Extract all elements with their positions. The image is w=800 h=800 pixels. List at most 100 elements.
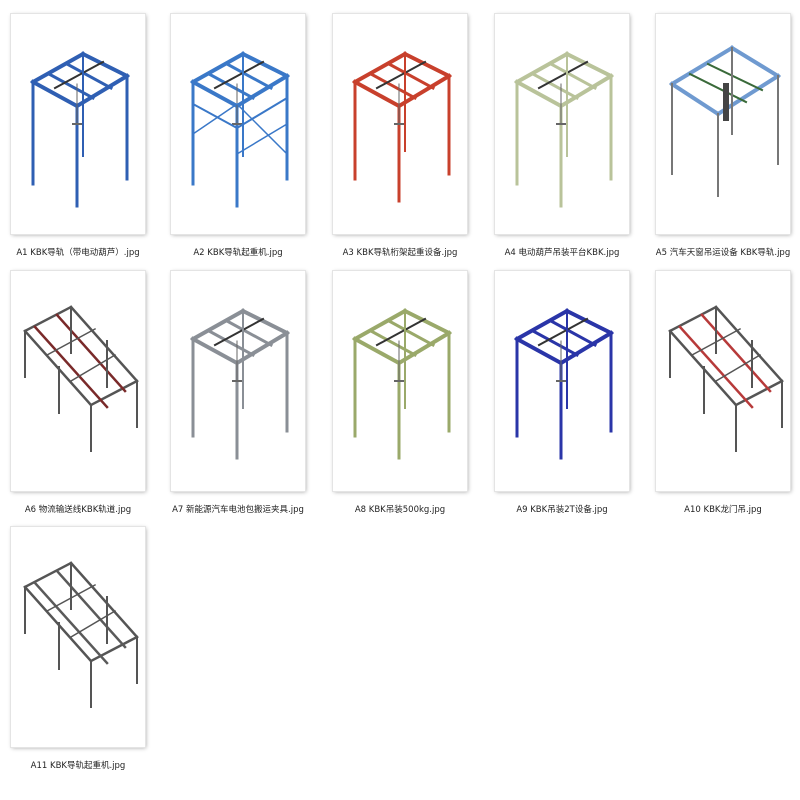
kbk-crane-drawing	[352, 51, 452, 203]
frame-beam	[514, 79, 564, 109]
kbk-crane-drawing	[668, 305, 784, 452]
file-name-label: A5 汽车天窗吊运设备 KBK导轨.jpg	[655, 248, 791, 258]
file-name-label: A2 KBK导轨起重机.jpg	[193, 248, 283, 258]
frame-beam	[191, 102, 239, 136]
frame-beam	[706, 62, 764, 92]
file-name-label: A11 KBK导轨起重机.jpg	[30, 761, 126, 771]
frame-beam	[190, 51, 246, 85]
thumbnail-image[interactable]	[171, 14, 305, 234]
frame-beam	[235, 122, 289, 156]
frame-beam	[548, 61, 598, 91]
frame-beam	[206, 328, 256, 358]
kbk-crane-drawing	[514, 51, 614, 208]
file-name-label: A3 KBK导轨桁架起重设备.jpg	[342, 248, 458, 258]
frame-beam	[190, 336, 240, 366]
thumbnail-image[interactable]	[495, 14, 629, 234]
frame-beam	[514, 51, 570, 85]
frame-beam	[235, 96, 289, 130]
frame-beam	[69, 353, 117, 383]
frame-beam	[402, 308, 452, 336]
frame-beam	[700, 313, 772, 393]
frame-beam	[375, 317, 427, 347]
frame-beam	[402, 51, 452, 79]
frame-beam	[33, 581, 109, 665]
kbk-crane-drawing	[352, 308, 452, 460]
frame-beam	[669, 45, 735, 87]
frame-beam	[558, 73, 614, 109]
frame-beam	[240, 51, 290, 79]
thumbnail-image[interactable]	[333, 14, 467, 234]
frame-beam	[669, 81, 721, 117]
thumbnail-image[interactable]	[11, 271, 145, 491]
frame-beam	[190, 308, 246, 342]
kbk-crane-drawing	[30, 51, 130, 208]
frame-beam	[23, 561, 73, 589]
thumbnail-image[interactable]	[656, 271, 790, 491]
frame-beam	[537, 317, 589, 347]
file-name-label: A10 KBK龙门吊.jpg	[684, 505, 762, 515]
frame-beam	[714, 305, 784, 383]
frame-beam	[30, 79, 80, 109]
frame-beam	[368, 71, 418, 101]
frame-beam	[64, 61, 114, 91]
frame-beam	[89, 635, 139, 663]
frame-beam	[396, 330, 452, 366]
frame-beam	[224, 318, 274, 348]
frame-beam	[514, 336, 564, 366]
thumbnail-image[interactable]	[171, 271, 305, 491]
thumbnail-image[interactable]	[495, 271, 629, 491]
frame-beam	[55, 313, 127, 393]
kbk-crane-drawing	[23, 305, 139, 452]
frame-beam	[352, 308, 408, 342]
thumbnail-image[interactable]	[11, 527, 145, 747]
frame-beam	[30, 51, 86, 85]
frame-beam	[688, 72, 748, 104]
frame-beam	[69, 561, 139, 639]
frame-beam	[352, 79, 402, 109]
frame-beam	[548, 318, 598, 348]
frame-beam	[514, 308, 570, 342]
frame-beam	[55, 569, 127, 649]
frame-beam	[734, 379, 784, 407]
file-name-label: A7 新能源汽车电池包搬运夹具.jpg	[172, 505, 304, 515]
file-name-label: A9 KBK吊装2T设备.jpg	[516, 505, 608, 515]
thumbnail-image[interactable]	[11, 14, 145, 234]
frame-beam	[89, 379, 139, 407]
frame-beam	[190, 79, 240, 109]
frame-beam	[80, 51, 130, 79]
frame-beam	[530, 328, 580, 358]
frame-beam	[235, 102, 289, 156]
frame-beam	[368, 328, 418, 358]
frame-beam	[668, 305, 718, 333]
frame-beam	[234, 330, 290, 366]
frame-beam	[558, 330, 614, 366]
frame-beam	[729, 45, 781, 79]
frame-beam	[352, 336, 402, 366]
frame-beam	[213, 60, 265, 90]
kbk-crane-drawing	[514, 308, 614, 460]
kbk-crane-drawing	[23, 561, 139, 708]
frame-beam	[46, 71, 96, 101]
frame-beam	[23, 305, 73, 333]
frame-beam	[74, 73, 130, 109]
frame-beam	[33, 325, 109, 409]
frame-beam	[69, 305, 139, 383]
frame-beam	[224, 61, 274, 91]
frame-beam	[206, 71, 256, 101]
frame-beam	[191, 102, 239, 130]
file-name-label: A4 电动葫芦吊装平台KBK.jpg	[504, 248, 620, 258]
kbk-crane-drawing	[190, 51, 290, 208]
frame-beam	[530, 71, 580, 101]
thumbnail-image[interactable]	[656, 14, 790, 234]
kbk-crane-drawing	[190, 308, 290, 460]
file-name-label: A1 KBK导轨（带电动葫芦）.jpg	[16, 248, 140, 258]
frame-beam	[234, 73, 290, 109]
frame-beam	[396, 73, 452, 109]
frame-beam	[386, 318, 436, 348]
frame-beam	[678, 325, 754, 409]
frame-beam	[375, 60, 427, 90]
frame-beam	[69, 609, 117, 639]
frame-beam	[564, 51, 614, 79]
thumbnail-image[interactable]	[333, 271, 467, 491]
frame-beam	[213, 317, 265, 347]
